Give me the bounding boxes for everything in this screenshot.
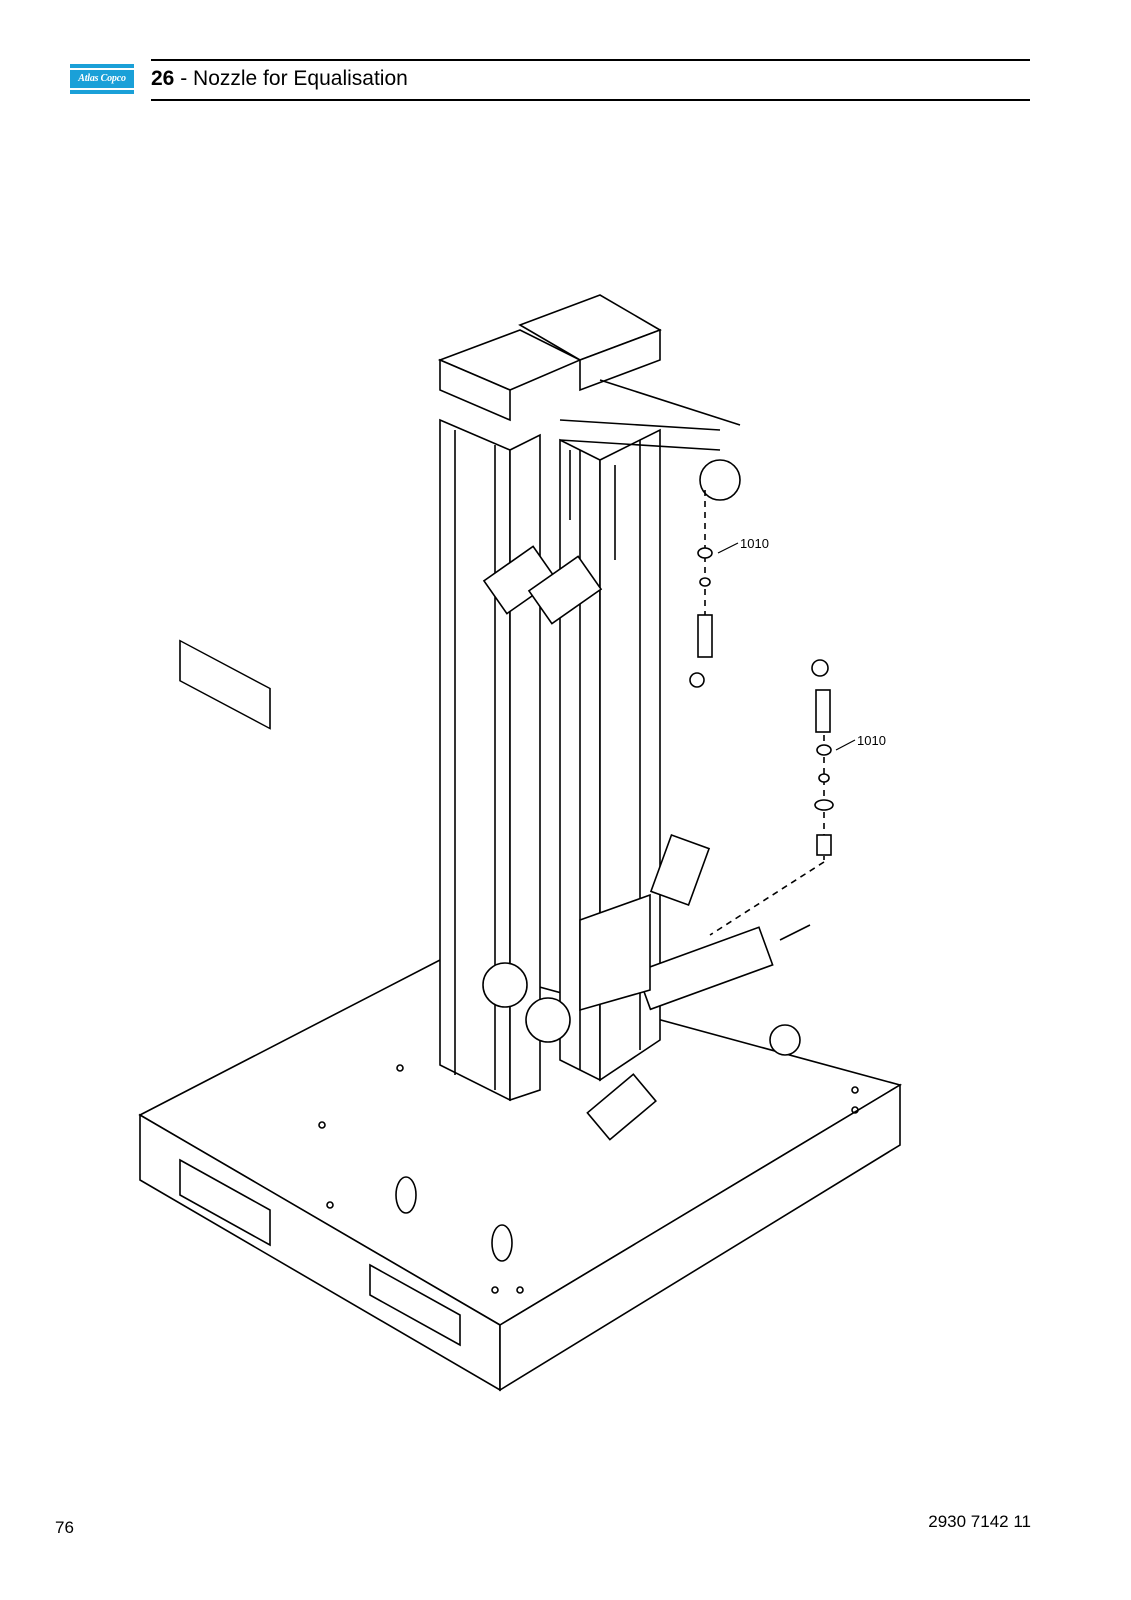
pallet-fittings xyxy=(318,1064,859,1294)
section-separator: - xyxy=(174,67,194,90)
section-heading: 26 - Nozzle for Equalisation xyxy=(151,66,408,92)
header-rule-top xyxy=(151,59,1030,61)
pallet-base xyxy=(138,639,903,1392)
upper-piping xyxy=(482,379,741,625)
logo-wordmark: Atlas Copco xyxy=(70,70,134,88)
header-rule-bottom xyxy=(151,99,1030,101)
exploded-nozzle-lower xyxy=(709,659,856,936)
exploded-parts-drawing: 1010 1010 xyxy=(138,294,903,1392)
page-number: 76 xyxy=(55,1518,74,1537)
lower-piping xyxy=(482,833,811,1141)
section-number: 26 xyxy=(151,67,175,90)
document-number: 2930 7142 11 xyxy=(928,1512,1031,1531)
section-title: Nozzle for Equalisation xyxy=(193,67,408,90)
page-header: Atlas Copco 26 - Nozzle for Equalisation xyxy=(0,0,1131,110)
callout-label: 1010 xyxy=(740,536,769,551)
callout-label: 1010 xyxy=(857,733,886,748)
atlas-copco-logo: Atlas Copco xyxy=(70,64,134,94)
exploded-nozzle-upper xyxy=(689,490,739,688)
